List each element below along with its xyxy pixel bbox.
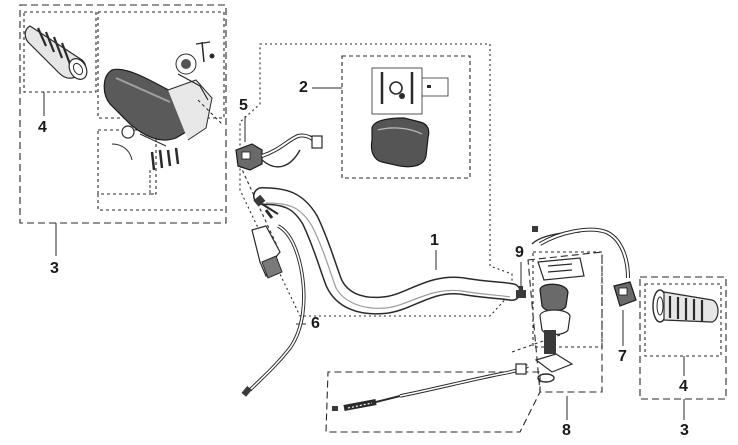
handlebar-box [239,43,513,317]
start-switch [538,227,637,307]
leader-lines [43,87,685,420]
throttle-assembly-box [19,4,227,224]
callout-handlebar: 1 [430,232,439,249]
handlebar-pad-kit [370,67,449,168]
handlebar [253,187,521,315]
callout-left-grip: 4 [679,378,688,395]
clutch-cable [332,363,529,411]
callout-throttle-assembly: 3 [50,260,59,277]
pad-kit-box [341,55,471,179]
clutch-perch [531,226,585,383]
throttle-cable [241,194,306,397]
left-grip [652,289,719,323]
callout-handlebar-pad-kit: 2 [299,79,308,96]
callout-clutch-lever-assembly: 8 [562,422,571,439]
throttle-grip-box [23,11,97,93]
left-grip-box [644,283,722,357]
throttle-switch-box [97,129,157,195]
throttle-inner-box [97,194,224,211]
adjuster-bolt [516,286,526,298]
throttle-assembly [24,25,223,195]
callout-kill-switch: 5 [239,97,248,114]
clutch-perch-box [532,251,603,348]
callout-throttle-grip: 4 [38,119,47,136]
throttle-housing [103,41,223,195]
callout-adjuster-bolt: 9 [515,244,524,261]
callout-throttle-cable: 6 [311,315,320,332]
left-grip-assembly-box [639,276,727,400]
callout-start-switch: 7 [618,348,627,365]
callout-left-grip-assembly: 3 [680,422,689,439]
kill-switch [235,133,323,171]
throttle-housing-box [97,11,225,119]
throttle-grip [24,25,88,80]
group-boxes [19,4,727,433]
